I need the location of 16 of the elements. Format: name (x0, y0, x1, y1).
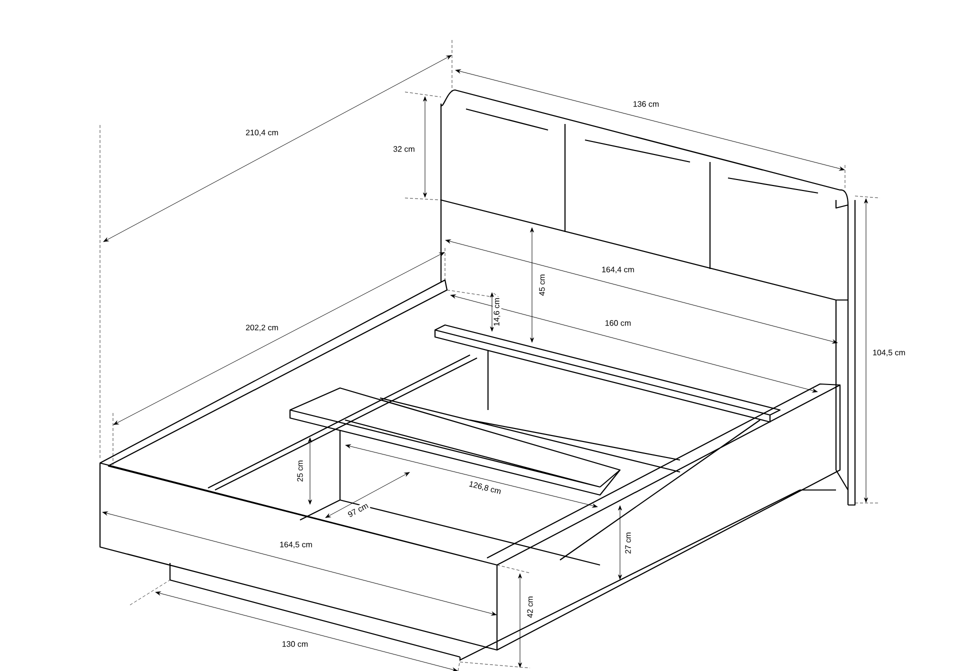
dimension-label: 27 cm (624, 531, 632, 555)
dimension-label: 25 cm (296, 459, 304, 483)
dimension-label: 45 cm (538, 273, 546, 297)
dimension-label: 14,6 cm (492, 296, 502, 328)
dimension-label: 164,5 cm (278, 540, 314, 550)
dimension-label: 32 cm (392, 145, 416, 153)
dimension-label: 42 cm (526, 595, 534, 619)
dimension-label: 164,4 cm (600, 266, 636, 274)
dimension-label: 210,4 cm (244, 128, 280, 138)
dimension-label: 97 cm (346, 501, 370, 519)
dimension-label: 136 cm (632, 100, 660, 108)
dimension-label: 160 cm (604, 319, 632, 327)
dimension-label: 130 cm (280, 640, 310, 648)
dimension-label: 202,2 cm (244, 324, 280, 332)
dimension-label: 126,8 cm (467, 480, 503, 496)
dimension-label: 104,5 cm (872, 348, 906, 358)
